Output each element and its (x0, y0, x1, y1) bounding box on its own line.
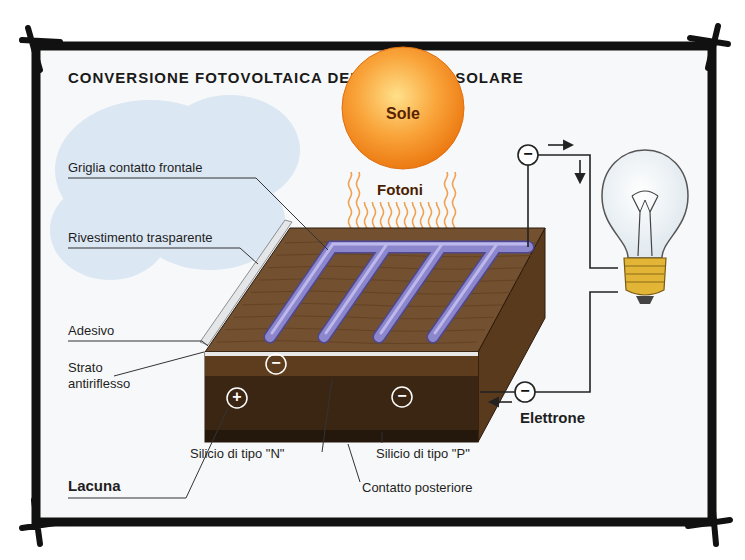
photon-ray (348, 172, 351, 235)
photon-label: Fotoni (377, 182, 423, 197)
photon-rays (348, 172, 455, 235)
charge-sign: + (232, 389, 241, 405)
part-label: Silicio di tipo "P" (376, 446, 470, 462)
part-label: Rivestimento trasparente (68, 230, 213, 246)
part-label: Silicio di tipo "N" (190, 446, 285, 462)
electron-sign: − (523, 146, 532, 162)
front-grid (270, 244, 528, 337)
sun-circle: Sole (341, 46, 465, 170)
charge-circle (266, 354, 286, 374)
panel-ground (36, 46, 712, 522)
part-label: Lacuna (68, 478, 121, 494)
photon-ray (356, 172, 359, 235)
part-label: Adesivo (68, 323, 114, 339)
photon-ray (444, 172, 447, 235)
part-label: Contatto posteriore (362, 480, 473, 496)
sun-label: Sole (341, 105, 465, 123)
leader-line (68, 178, 382, 498)
electron-circle (518, 145, 538, 165)
charge-circle (227, 388, 247, 408)
circuit-wire (480, 145, 618, 402)
part-label: Griglia contatto frontale (68, 160, 202, 176)
electron-circle (515, 382, 535, 402)
solar-cell (200, 220, 545, 442)
charge-circle (392, 387, 412, 407)
part-label: Strato antiriflesso (68, 360, 160, 392)
charge-sign: − (271, 355, 280, 371)
photon-ray (452, 172, 455, 235)
electron-label: Elettrone (520, 410, 585, 426)
electron-sign: − (520, 383, 529, 399)
frame (22, 26, 730, 544)
charge-sign: − (397, 388, 406, 404)
lamp (602, 150, 688, 304)
